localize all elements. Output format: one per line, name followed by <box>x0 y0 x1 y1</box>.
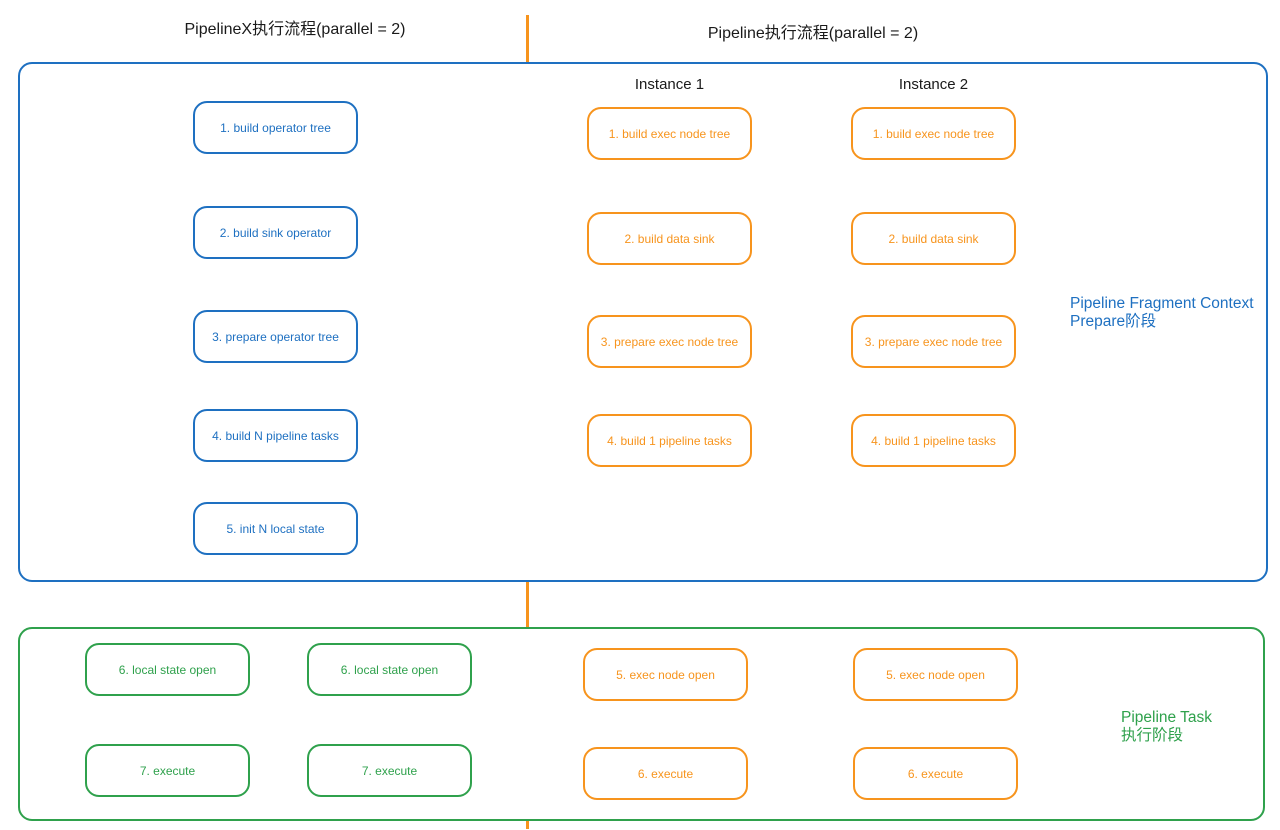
prepare-stage-label: Pipeline Fragment Context Prepare阶段 <box>1070 295 1270 330</box>
pipelinex-step-3-box: 3. prepare operator tree <box>193 310 358 363</box>
instance-1-step-4-box: 4. build 1 pipeline tasks <box>587 414 752 467</box>
pipeline-flow-title: Pipeline执行流程(parallel = 2) <box>707 25 919 42</box>
instance-1-step-1-box: 1. build exec node tree <box>587 107 752 160</box>
instance-2-header: Instance 2 <box>898 76 969 93</box>
pipeline-task-2-open-box: 5. exec node open <box>853 648 1018 701</box>
instance-2-step-2-box: 2. build data sink <box>851 212 1016 265</box>
instance-2-step-1-box: 1. build exec node tree <box>851 107 1016 160</box>
pipelinex-task-2-execute-box: 7. execute <box>307 744 472 797</box>
instance-1-header: Instance 1 <box>634 76 705 93</box>
instance-2-step-3-box: 3. prepare exec node tree <box>851 315 1016 368</box>
pipelinex-step-2-box: 2. build sink operator <box>193 206 358 259</box>
instance-2-step-4-box: 4. build 1 pipeline tasks <box>851 414 1016 467</box>
pipeline-task-2-execute-box: 6. execute <box>853 747 1018 800</box>
pipelinex-step-4-box: 4. build N pipeline tasks <box>193 409 358 462</box>
pipelinex-step-5-box: 5. init N local state <box>193 502 358 555</box>
prepare-stage-label-line2: Prepare阶段 <box>1070 312 1157 330</box>
pipelinex-flow-title: PipelineX执行流程(parallel = 2) <box>184 21 406 38</box>
task-stage-label: Pipeline Task 执行阶段 <box>1121 709 1271 744</box>
task-stage-label-line2: 执行阶段 <box>1121 726 1184 744</box>
pipelinex-task-2-open-box: 6. local state open <box>307 643 472 696</box>
pipelinex-task-1-execute-box: 7. execute <box>85 744 250 797</box>
instance-1-step-3-box: 3. prepare exec node tree <box>587 315 752 368</box>
task-stage-label-line1: Pipeline Task <box>1121 709 1213 726</box>
instance-1-step-2-box: 2. build data sink <box>587 212 752 265</box>
prepare-stage-label-line1: Pipeline Fragment Context <box>1070 295 1254 312</box>
pipelinex-step-1-box: 1. build operator tree <box>193 101 358 154</box>
pipeline-task-1-open-box: 5. exec node open <box>583 648 748 701</box>
pipelinex-task-1-open-box: 6. local state open <box>85 643 250 696</box>
pipeline-task-1-execute-box: 6. execute <box>583 747 748 800</box>
